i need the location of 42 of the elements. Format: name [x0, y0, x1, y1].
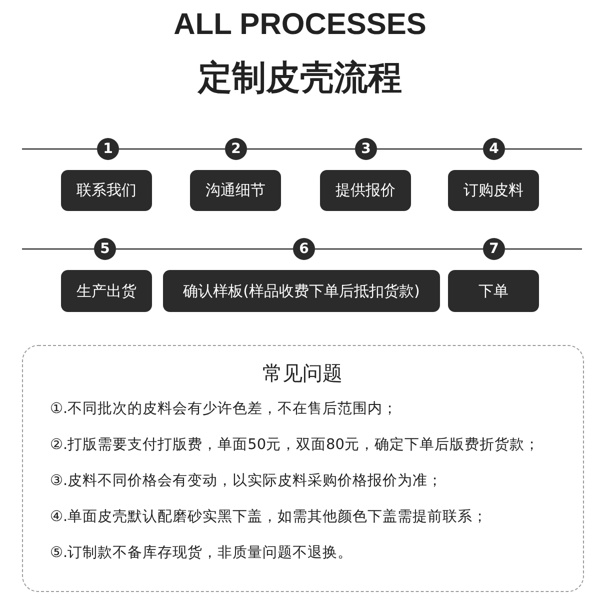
connector-line — [119, 148, 225, 150]
step-number-circle — [355, 138, 377, 160]
step-box — [61, 170, 152, 211]
step-number: 2 — [231, 141, 241, 157]
step-label: 提供报价 — [336, 181, 396, 200]
connector-line — [315, 248, 483, 250]
step-label: 下单 — [478, 282, 508, 300]
faq-heading: 常见问题 — [262, 360, 344, 387]
step-number: 3 — [361, 141, 371, 157]
title: ALL PROCESSES — [172, 8, 428, 42]
step-box — [61, 270, 152, 312]
step-number: 6 — [299, 241, 309, 257]
step-number-circle — [97, 138, 119, 160]
step-label: 订购皮料 — [464, 181, 524, 200]
faq-item: ①.不同批次的皮料会有少许色差，不在售后范围内； — [50, 400, 398, 418]
step-number-circle — [225, 138, 247, 160]
connector-line — [377, 148, 483, 150]
step-number-circle — [483, 238, 505, 260]
step-box — [163, 270, 440, 312]
connector-line — [116, 248, 293, 250]
step-label: 沟通细节 — [206, 181, 266, 200]
step-number: 7 — [489, 241, 499, 257]
step-label: 生产出货 — [76, 282, 136, 300]
faq-panel — [22, 345, 584, 592]
subtitle: 定制皮壳流程 — [196, 57, 403, 100]
connector-line — [247, 148, 355, 150]
step-box — [448, 170, 539, 211]
step-label: 确认样板(样品收费下单后抵扣货款) — [183, 282, 420, 300]
step-number-circle — [94, 238, 116, 260]
step-number-circle — [293, 238, 315, 260]
faq-item: ④.单面皮壳默认配磨砂实黑下盖，如需其他颜色下盖需提前联系； — [50, 508, 488, 526]
step-box — [320, 170, 411, 211]
step-number: 1 — [103, 141, 113, 157]
step-box — [448, 270, 539, 312]
faq-item: ③.皮料不同价格会有变动，以实际皮料采购价格报价为准； — [50, 472, 443, 490]
step-number: 5 — [100, 241, 110, 257]
faq-item: ②.打版需要支付打版费，单面50元，双面80元，确定下单后版费折货款； — [50, 436, 540, 454]
faq-item: ⑤.订制款不备库存现货，非质量问题不退换。 — [50, 544, 353, 562]
step-number: 4 — [489, 141, 499, 157]
step-number-circle — [483, 138, 505, 160]
step-box — [190, 170, 281, 211]
step-label: 联系我们 — [76, 181, 136, 200]
